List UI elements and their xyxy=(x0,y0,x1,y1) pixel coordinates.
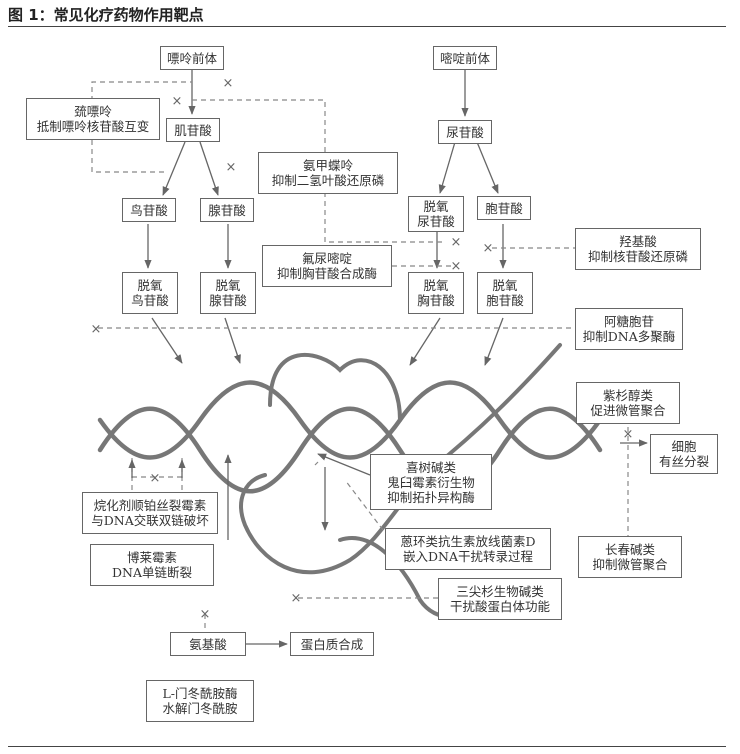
inhibit-mark: × xyxy=(483,241,494,256)
node-cell-mitosis: 细胞有丝分裂 xyxy=(650,434,718,474)
node-deoxy-guanylic: 脱氧鸟苷酸 xyxy=(122,272,178,314)
node-pyrimidine-precursor: 嘧啶前体 xyxy=(433,46,497,70)
rna-tail-strand xyxy=(239,343,562,575)
drug-hydroxyurea: 羟基酸抑制核苷酸还原磷 xyxy=(575,228,701,270)
inhibit-mark: × xyxy=(451,259,462,274)
inhibit-mark: × xyxy=(226,160,237,175)
node-protein-synthesis: 蛋白质合成 xyxy=(290,632,374,656)
node-orotic-acid: 尿苷酸 xyxy=(438,120,492,144)
rna-loop-strand xyxy=(268,353,402,422)
inhibit-mark: × xyxy=(291,591,302,606)
inhibit-marks: × × × × × × × × × × × xyxy=(91,76,634,622)
inhibit-mark: × xyxy=(91,322,102,337)
drug-thiopurine: 巯嘌呤抵制嘌呤核苷酸互变 xyxy=(26,98,160,140)
drug-fluorouracil: 氟尿嘧啶抑制胸苷酸合成酶 xyxy=(262,245,392,287)
drug-methotrexate: 氨甲蝶呤抑制二氢叶酸还原磷 xyxy=(258,152,398,194)
drug-cytarabine: 阿糖胞苷抑制DNA多聚酶 xyxy=(575,308,683,350)
drug-vinca: 长春碱类抑制微管聚合 xyxy=(578,536,682,578)
node-cytidylic-acid: 胞苷酸 xyxy=(477,196,531,220)
node-purine-precursor: 嘌呤前体 xyxy=(160,46,224,70)
node-adenylic-acid: 腺苷酸 xyxy=(200,198,254,222)
inhibit-mark: × xyxy=(200,607,211,622)
inhibit-mark: × xyxy=(172,94,183,109)
node-deoxy-thymidylic: 脱氧胸苷酸 xyxy=(408,272,464,314)
inhibit-mark: × xyxy=(623,427,634,442)
drug-asparaginase: L-门冬酰胺酶水解门冬酰胺 xyxy=(146,680,254,722)
node-amino-acid: 氨基酸 xyxy=(170,632,246,656)
top-rule xyxy=(8,26,726,27)
node-inosinic-acid: 肌苷酸 xyxy=(166,118,220,142)
node-deoxy-adenylic: 脱氧腺苷酸 xyxy=(200,272,256,314)
dna-strand-2 xyxy=(97,380,603,460)
node-deoxy-cytidylic: 脱氧胞苷酸 xyxy=(477,272,533,314)
inhibit-mark: × xyxy=(451,235,462,250)
drug-alkylating: 烷化剂顺铂丝裂霉素与DNA交联双链破坏 xyxy=(82,492,218,534)
node-deoxy-uridylic: 脱氧尿苷酸 xyxy=(408,196,464,232)
drug-taxanes: 紫杉醇类促进微管聚合 xyxy=(576,382,680,424)
bottom-rule xyxy=(8,746,726,747)
inhibit-mark: × xyxy=(223,76,234,91)
figure-title: 图 1：常见化疗药物作用靶点 xyxy=(8,6,204,24)
node-guanylic-acid: 鸟苷酸 xyxy=(122,198,176,222)
drug-camptothecin: 喜树碱类鬼臼霉素衍生物抑制拓扑异构酶 xyxy=(370,454,492,510)
drug-homoharringtonine: 三尖杉生物碱类干扰酸蛋白体功能 xyxy=(438,578,562,620)
inhibit-mark: × xyxy=(150,471,161,486)
